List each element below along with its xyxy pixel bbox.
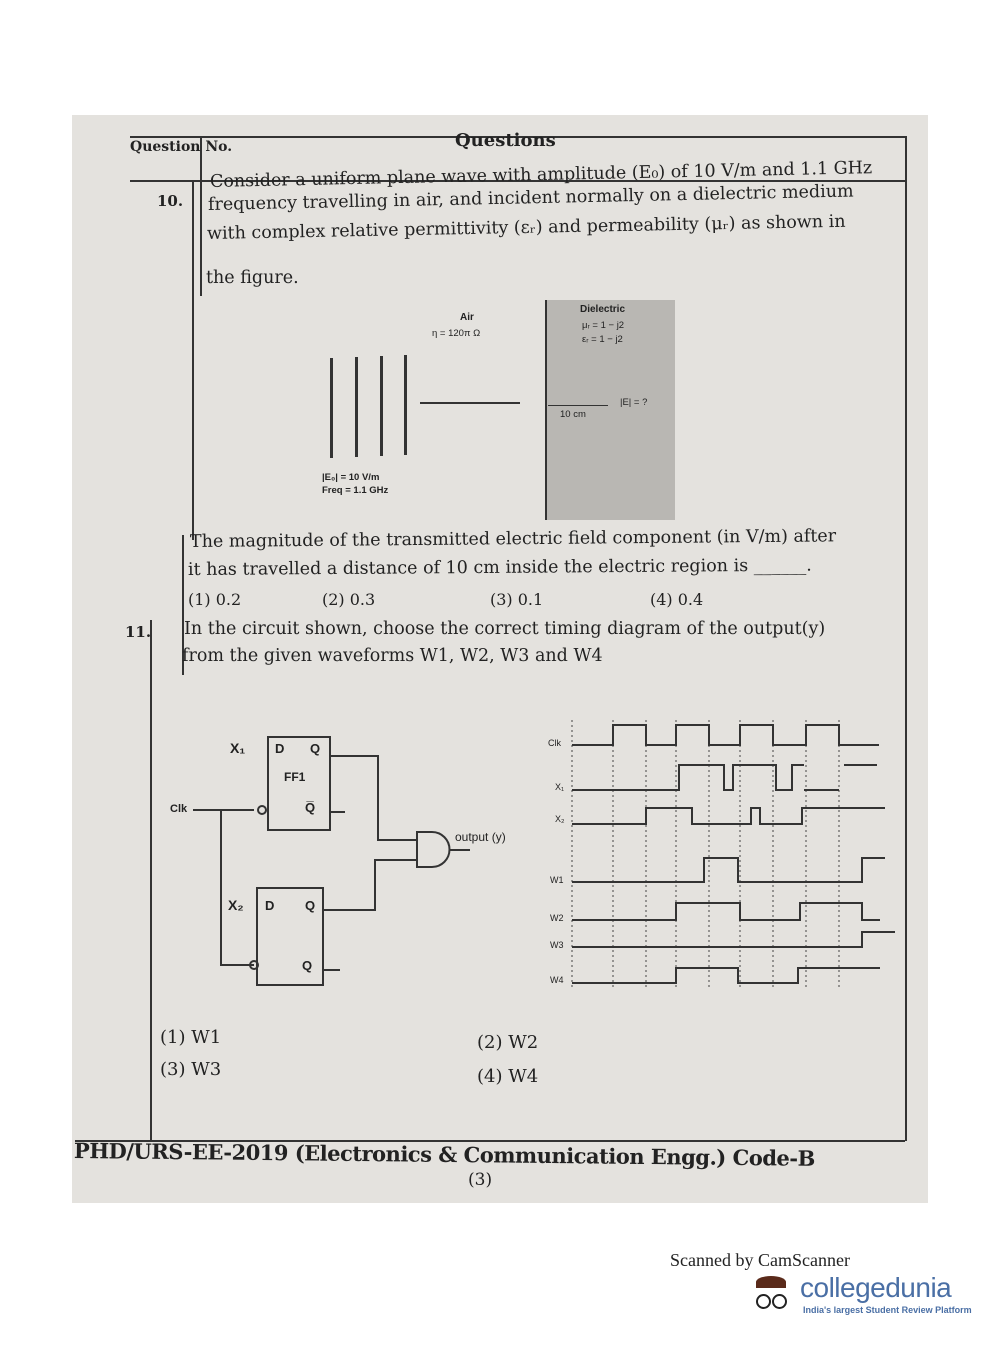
q11-option-1[interactable]: (1) W1 xyxy=(160,1027,222,1048)
ff2-box xyxy=(256,887,324,986)
w2-waveform xyxy=(572,902,880,921)
ff2-d-label: D xyxy=(265,898,275,913)
q10-option-3[interactable]: (3) 0.1 xyxy=(490,590,544,609)
wave-label: Clk xyxy=(548,738,561,748)
table-right-border xyxy=(905,136,907,1141)
wavefront xyxy=(355,357,358,457)
ff2-q-label: Q xyxy=(305,898,316,913)
ff1-q-label: Q xyxy=(310,741,321,756)
wave-label: W4 xyxy=(550,975,564,985)
e0-label: |E₀| = 10 V/m xyxy=(322,472,380,483)
ff1-d-label: D xyxy=(275,741,285,756)
wavefront xyxy=(404,355,407,455)
q11-option-3[interactable]: (3) W3 xyxy=(160,1059,222,1080)
q10-option-1[interactable]: (1) 0.2 xyxy=(188,590,242,609)
column-divider-q10 xyxy=(192,180,194,540)
q2-wire xyxy=(323,859,417,911)
clk-wire-ff2 xyxy=(220,810,254,966)
ff1-box xyxy=(267,736,331,831)
ff1-label: FF1 xyxy=(284,770,306,784)
eta-label: η = 120π Ω xyxy=(432,328,481,339)
question-number: 11. xyxy=(125,623,152,641)
propagation-arrow xyxy=(420,402,520,404)
q11-option-2[interactable]: (2) W2 xyxy=(477,1032,539,1053)
x2-input-label: X₂ xyxy=(228,897,244,913)
column-divider-q11 xyxy=(182,535,184,675)
questions-header: Questions xyxy=(455,130,556,151)
clk-waveform xyxy=(572,724,879,746)
w1-waveform xyxy=(572,857,885,883)
air-label: Air xyxy=(460,312,474,323)
q10-line: the figure. xyxy=(206,268,299,288)
wavefront xyxy=(380,356,383,456)
wave-label: X₂ xyxy=(555,814,565,824)
dielectric-label: Dielectric xyxy=(580,304,626,315)
x1-waveform xyxy=(572,764,804,791)
table-bottom-border xyxy=(75,1140,905,1142)
q1-wire xyxy=(330,755,417,841)
output-label: output (y) xyxy=(455,830,506,844)
q11-line: from the given waveforms W1, W2, W3 and … xyxy=(182,646,603,666)
collegedunia-mascot-icon xyxy=(752,1276,792,1316)
clk-input-label: Clk xyxy=(170,803,188,815)
w4-waveform xyxy=(572,967,880,984)
wave-label: W3 xyxy=(550,940,564,950)
ff1-qbar-label: Q̅ xyxy=(305,800,316,815)
q11-line: In the circuit shown, choose the correct… xyxy=(184,619,826,639)
page-number: (3) xyxy=(468,1170,493,1190)
wave-label: X₁ xyxy=(555,782,565,792)
header-divider xyxy=(130,180,905,182)
and-gate xyxy=(416,831,451,868)
wavefront xyxy=(330,358,333,458)
wave-label: W1 xyxy=(550,875,564,885)
collegedunia-logo: collegedunia xyxy=(800,1272,952,1303)
clock-edge-gridlines xyxy=(571,720,840,990)
e-unknown-label: |E| = ? xyxy=(620,397,648,408)
w3-waveform xyxy=(572,931,895,948)
x2-waveform xyxy=(572,807,885,825)
distance-label: 10 cm xyxy=(560,409,586,420)
eps-label: εᵣ = 1 − j2 xyxy=(582,334,623,345)
scanned-by-text: Scanned by CamScanner xyxy=(670,1250,850,1270)
freq-label: Freq = 1.1 GHz xyxy=(322,485,389,496)
collegedunia-tagline: India's largest Student Review Platform xyxy=(803,1305,972,1315)
x1-input-label: X₁ xyxy=(230,740,246,756)
distance-arrow xyxy=(548,405,608,406)
mu-label: μᵣ = 1 − j2 xyxy=(582,320,625,331)
column-divider xyxy=(200,136,202,296)
question-no-header: Question No. xyxy=(130,139,233,155)
dielectric-region xyxy=(545,300,675,520)
interface-line xyxy=(545,300,547,520)
q11-option-4[interactable]: (4) W4 xyxy=(477,1066,539,1087)
table-top-border xyxy=(130,136,905,138)
q10-option-2[interactable]: (2) 0.3 xyxy=(322,590,376,609)
scanned-photo xyxy=(72,115,928,1203)
wave-label: W2 xyxy=(550,913,564,923)
question-number: 10. xyxy=(157,192,184,210)
ff2-q-bottom-label: Q xyxy=(302,958,313,973)
q10-option-4[interactable]: (4) 0.4 xyxy=(650,590,704,609)
ff1-clk-bubble xyxy=(257,805,267,815)
ff2-clk-bubble xyxy=(249,960,259,970)
table-left-border xyxy=(150,620,152,1140)
